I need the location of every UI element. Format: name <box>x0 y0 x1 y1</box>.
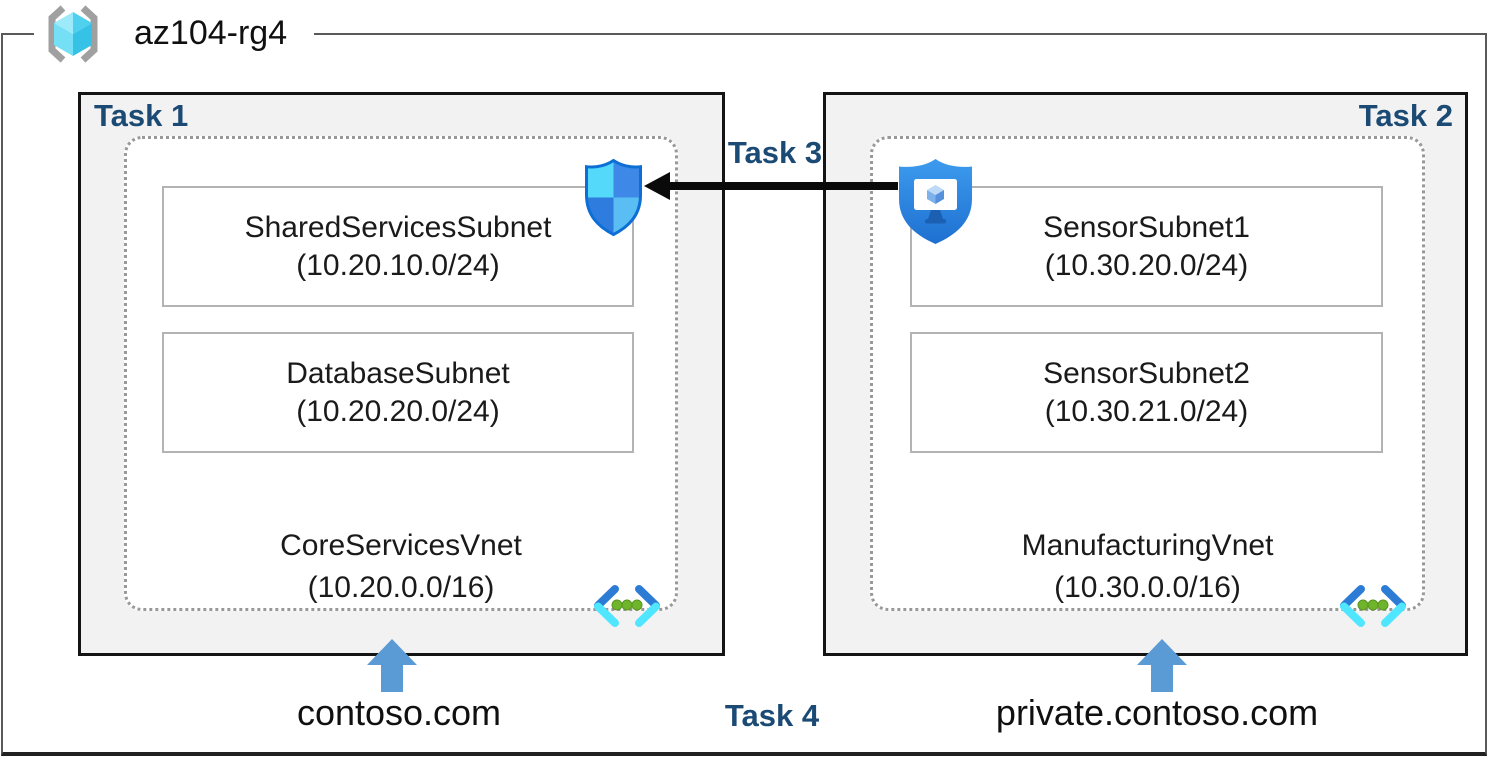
frame-label-gap <box>34 30 314 38</box>
up-arrow-stem <box>1151 665 1173 692</box>
resource-group-label: az104-rg4 <box>134 14 288 52</box>
task2-label: Task 2 <box>1358 98 1453 133</box>
resource-group-icon <box>48 5 98 63</box>
up-arrow-head <box>1137 639 1187 665</box>
sensor-subnet2-box: SensorSubnet2 (10.30.21.0/24) <box>910 332 1383 453</box>
virtual-network-icon <box>594 585 660 627</box>
vnet-name: ManufacturingVnet <box>1021 529 1274 562</box>
subnet-cidr: (10.30.21.0/24) <box>1044 394 1249 428</box>
contoso-domain-label: contoso.com <box>296 692 502 733</box>
virtual-network-icon <box>1340 585 1406 627</box>
task3-label: Task 3 <box>727 135 823 170</box>
task1-label: Task 1 <box>94 98 189 133</box>
core-services-vnet-label: CoreServicesVnet (10.20.0.0/16) <box>124 525 678 609</box>
shared-services-subnet-box: SharedServicesSubnet (10.20.10.0/24) <box>162 186 634 307</box>
resource-group-border <box>1 33 1487 756</box>
bastion-shield-monitor-icon <box>899 159 972 244</box>
subnet-name: DatabaseSubnet <box>286 356 510 390</box>
up-arrow-head <box>367 639 417 665</box>
up-arrow-icon <box>1137 639 1187 692</box>
network-security-group-shield-icon <box>585 158 642 237</box>
up-arrow-stem <box>381 665 403 692</box>
up-arrow-icon <box>367 639 417 692</box>
subnet-cidr: (10.20.20.0/24) <box>296 394 500 428</box>
sensor-subnet1-box: SensorSubnet1 (10.30.20.0/24) <box>910 186 1383 307</box>
left-arrow-icon <box>644 172 670 200</box>
task4-label: Task 4 <box>724 698 820 733</box>
vnet-cidr: (10.20.0.0/16) <box>307 571 495 604</box>
vnet-cidr: (10.30.0.0/16) <box>1054 571 1241 604</box>
subnet-cidr: (10.30.20.0/24) <box>1044 248 1249 282</box>
subnet-name: SharedServicesSubnet <box>244 210 552 244</box>
task3-arrow-line <box>668 182 898 190</box>
manufacturing-vnet-label: ManufacturingVnet (10.30.0.0/16) <box>870 525 1425 609</box>
subnet-name: SensorSubnet1 <box>1043 210 1250 244</box>
subnet-cidr: (10.20.10.0/24) <box>296 248 500 282</box>
vnet-name: CoreServicesVnet <box>280 529 522 562</box>
database-subnet-box: DatabaseSubnet (10.20.20.0/24) <box>162 332 634 453</box>
private-contoso-domain-label: private.contoso.com <box>995 692 1319 733</box>
subnet-name: SensorSubnet2 <box>1043 356 1250 390</box>
